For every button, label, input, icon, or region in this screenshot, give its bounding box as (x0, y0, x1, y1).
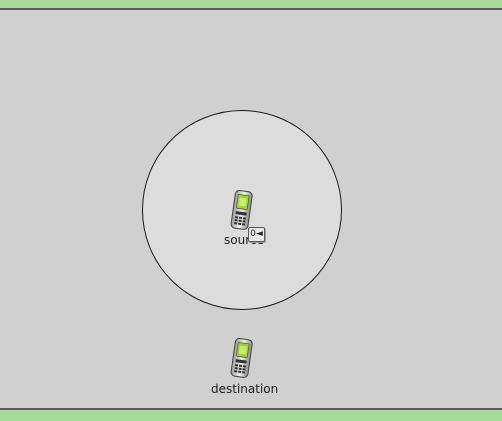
packet-queue-icon: 0◄ (248, 227, 265, 242)
bottom-border-band (0, 411, 502, 421)
mobile-phone-icon (228, 190, 256, 232)
network-canvas[interactable]: source 0◄ (0, 10, 502, 408)
source-node[interactable] (228, 190, 256, 232)
top-border-line (0, 8, 502, 10)
destination-label: destination (211, 382, 279, 396)
bottom-border-line (0, 408, 502, 410)
top-border-band (0, 0, 502, 8)
mobile-phone-icon (228, 338, 256, 380)
packet-queue-count: 0◄ (250, 229, 263, 239)
destination-node[interactable] (228, 338, 256, 380)
